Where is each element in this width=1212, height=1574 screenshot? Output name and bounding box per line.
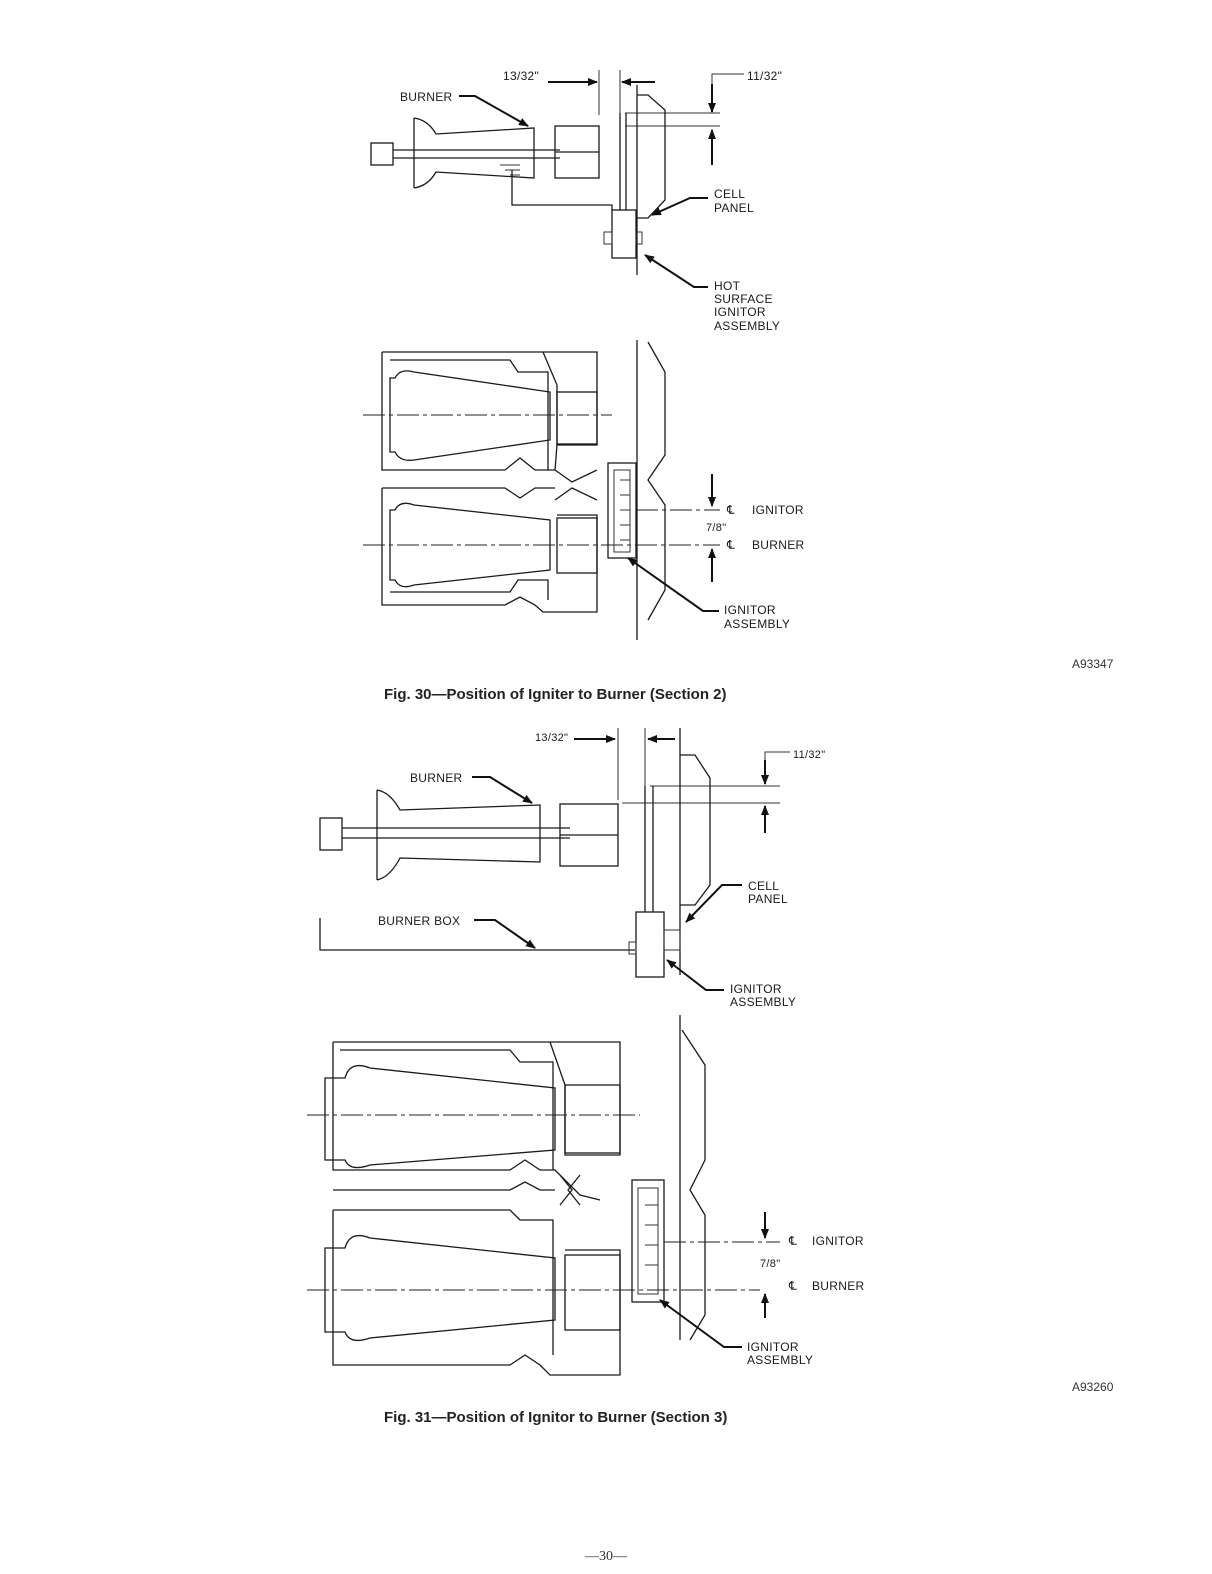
fig31-label-assembly-top: ASSEMBLY bbox=[730, 995, 796, 1009]
fig30-dim-13-32: 13/32" bbox=[503, 69, 539, 83]
page-number: —30— bbox=[584, 1549, 628, 1564]
fig30-label-surface: SURFACE bbox=[714, 292, 773, 306]
fig31-label-ignitor-assembly-1: IGNITOR bbox=[747, 1340, 799, 1354]
figure-30-side-view: 13/32" 11/32" BURNER CELL P bbox=[370, 69, 782, 333]
fig31-label-ignitor-assembly-2: ASSEMBLY bbox=[747, 1353, 813, 1367]
fig31-dim-11-32: 11/32" bbox=[793, 749, 825, 761]
fig30-label-cell: CELL bbox=[714, 187, 745, 201]
fig30-label-ignitor-assembly-1: IGNITOR bbox=[724, 603, 776, 617]
fig30-label-ignitor-assembly-2: ASSEMBLY bbox=[724, 617, 790, 631]
fig31-label-burner-box: BURNER BOX bbox=[378, 914, 460, 928]
fig30-caption: Fig. 30—Position of Igniter to Burner (S… bbox=[384, 686, 727, 703]
fig30-label-panel: PANEL bbox=[714, 201, 754, 215]
fig31-caption: Fig. 31—Position of Ignitor to Burner (S… bbox=[384, 1409, 727, 1426]
fig30-label-assembly: ASSEMBLY bbox=[714, 319, 780, 333]
fig30-cl-ignitor: IGNITOR bbox=[752, 503, 804, 517]
fig31-label-panel: PANEL bbox=[748, 892, 788, 906]
fig30-cl-burner: BURNER bbox=[752, 538, 805, 552]
fig31-label-burner: BURNER bbox=[410, 771, 463, 785]
fig30-cl-symbol-burner: ℄ bbox=[726, 538, 735, 552]
fig30-label-ignitor: IGNITOR bbox=[714, 305, 766, 319]
fig31-cl-burner: BURNER bbox=[812, 1279, 865, 1293]
fig30-code: A93347 bbox=[1072, 657, 1114, 671]
fig31-cl-symbol-ignitor: ℄ bbox=[788, 1234, 797, 1248]
figure-30-front-view: ℄ IGNITOR 7/8" ℄ BURNER IGNITOR ASSEMBLY bbox=[363, 340, 805, 640]
fig31-label-cell: CELL bbox=[748, 879, 779, 893]
fig30-cl-symbol-ignitor: ℄ bbox=[726, 503, 735, 517]
fig31-code: A93260 bbox=[1072, 1380, 1114, 1394]
fig30-label-hot: HOT bbox=[714, 279, 741, 293]
fig30-dim-7-8: 7/8" bbox=[706, 522, 726, 534]
fig31-cl-symbol-burner: ℄ bbox=[788, 1279, 797, 1293]
fig31-dim-13-32: 13/32" bbox=[535, 732, 568, 744]
fig30-dim-11-32: 11/32" bbox=[747, 69, 782, 83]
figure-31-front-view: ℄ IGNITOR 7/8" ℄ BURNER IGNITOR ASSEMBLY bbox=[307, 1015, 865, 1376]
fig31-cl-ignitor: IGNITOR bbox=[812, 1234, 864, 1248]
figure-31-side-view: 13/32" 11/32" BURNER BURNER BOX CELL bbox=[319, 728, 825, 1009]
fig30-label-burner: BURNER bbox=[400, 90, 453, 104]
fig31-dim-7-8: 7/8" bbox=[760, 1258, 780, 1270]
fig31-label-ignitor-top: IGNITOR bbox=[730, 982, 782, 996]
